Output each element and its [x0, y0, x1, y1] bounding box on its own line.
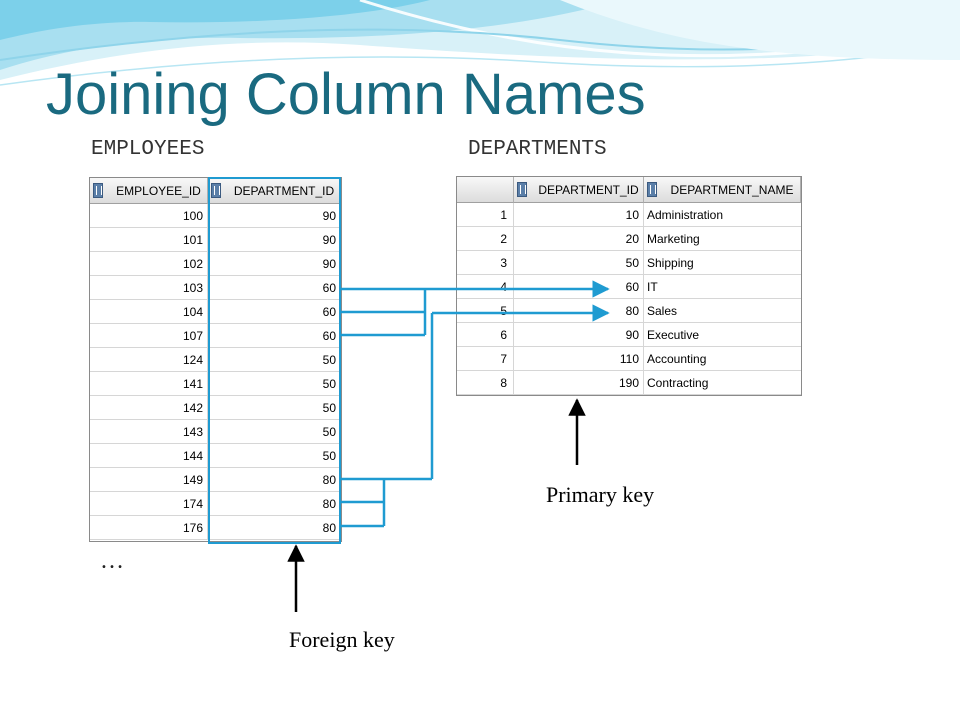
- table-row[interactable]: [457, 203, 801, 227]
- table-row[interactable]: [90, 300, 341, 324]
- row-number: 1: [457, 203, 514, 227]
- table-row[interactable]: [90, 396, 341, 420]
- column-header-department-name[interactable]: DEPARTMENT_NAME: [644, 177, 801, 203]
- table-row[interactable]: [90, 516, 341, 540]
- row-number-header: [457, 177, 514, 203]
- table-row[interactable]: [90, 444, 341, 468]
- table-cell: Accounting: [647, 352, 707, 366]
- table-row[interactable]: [90, 468, 341, 492]
- table-row[interactable]: [457, 227, 801, 251]
- row-number: 8: [457, 371, 514, 395]
- table-cell: 141: [90, 372, 208, 396]
- table-cell: Executive: [647, 328, 700, 342]
- table-cell: 102: [90, 252, 208, 276]
- table-row[interactable]: [457, 251, 801, 275]
- table-row[interactable]: [90, 324, 341, 348]
- table-row[interactable]: [457, 323, 801, 347]
- column-header-label: DEPARTMENT_ID: [233, 184, 335, 198]
- table-cell: 124: [90, 348, 208, 372]
- primary-key-label: Primary key: [546, 482, 655, 507]
- table-row[interactable]: [457, 299, 801, 323]
- slide-title: Joining Column Names: [46, 62, 646, 127]
- table-row[interactable]: [90, 372, 341, 396]
- table-row[interactable]: [90, 492, 341, 516]
- table-row[interactable]: [90, 204, 341, 228]
- row-number: 5: [457, 299, 514, 323]
- column-header-label: EMPLOYEE_ID: [116, 184, 201, 198]
- table-row[interactable]: [90, 228, 341, 252]
- table-cell: 144: [90, 444, 208, 468]
- table-row[interactable]: [90, 348, 341, 372]
- more-rows-ellipsis: …: [100, 548, 124, 574]
- row-number: 7: [457, 347, 514, 371]
- table-cell: Administration: [647, 208, 724, 222]
- table-cell: 176: [90, 516, 208, 540]
- row-number: 6: [457, 323, 514, 347]
- table-cell: 60: [514, 275, 644, 299]
- table-row[interactable]: [457, 275, 801, 299]
- employees-table-name: EMPLOYEES: [91, 138, 205, 161]
- table-cell: 110: [514, 347, 644, 371]
- table-row[interactable]: [457, 371, 801, 395]
- table-cell: 143: [90, 420, 208, 444]
- table-cell: 107: [90, 324, 208, 348]
- table-cell: 10: [514, 203, 644, 227]
- column-header-label: DEPARTMENT_NAME: [670, 183, 794, 197]
- row-number: 2: [457, 227, 514, 251]
- foreign-key-label: Foreign key: [289, 627, 395, 652]
- table-row[interactable]: [90, 276, 341, 300]
- table-cell: 104: [90, 300, 208, 324]
- table-cell: 90: [514, 323, 644, 347]
- foreign-key-highlight: [208, 177, 341, 544]
- table-cell: 100: [90, 204, 208, 228]
- table-cell: 80: [514, 299, 644, 323]
- departments-table-name: DEPARTMENTS: [468, 138, 607, 161]
- table-row[interactable]: [90, 252, 341, 276]
- table-cell: 101: [90, 228, 208, 252]
- table-cell: 190: [514, 371, 644, 395]
- table-cell: Contracting: [647, 376, 709, 390]
- column-header-department-id[interactable]: DEPARTMENT_ID: [514, 177, 644, 203]
- table-cell: Shipping: [647, 256, 694, 270]
- table-cell: 103: [90, 276, 208, 300]
- table-row[interactable]: [90, 420, 341, 444]
- table-cell: Sales: [647, 304, 678, 318]
- column-header-label: DEPARTMENT_ID: [538, 183, 639, 197]
- table-cell: 50: [514, 251, 644, 275]
- sort-icon: [517, 182, 527, 197]
- row-number: 4: [457, 275, 514, 299]
- column-header-employee-id[interactable]: EMPLOYEE_ID: [90, 178, 208, 204]
- row-number: 3: [457, 251, 514, 275]
- table-cell: 20: [514, 227, 644, 251]
- table-cell: Marketing: [647, 232, 700, 246]
- sort-icon: [647, 182, 657, 197]
- sort-icon: [93, 183, 103, 198]
- table-cell: 174: [90, 492, 208, 516]
- table-cell: IT: [647, 280, 658, 294]
- sort-icon: [211, 183, 221, 198]
- table-cell: 142: [90, 396, 208, 420]
- table-row[interactable]: [457, 347, 801, 371]
- table-cell: 149: [90, 468, 208, 492]
- column-header-department-id[interactable]: DEPARTMENT_ID: [208, 178, 341, 204]
